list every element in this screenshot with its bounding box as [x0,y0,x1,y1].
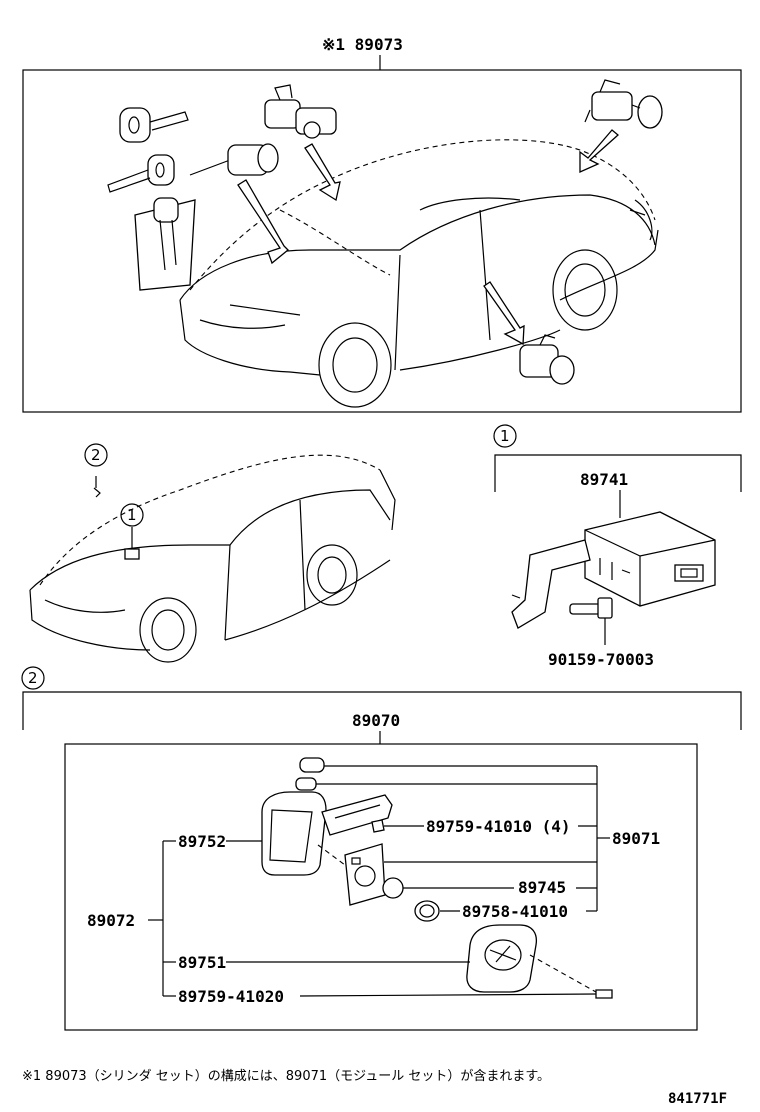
grommet-icon [382,877,404,899]
key-icon [119,107,189,143]
label-89741: 89741 [580,470,628,489]
label-89072: 89072 [87,911,135,930]
screw-icon [371,819,385,833]
bolt-icon [569,597,613,645]
label-90159-70003: 90159-70003 [548,650,654,669]
vehicle-locator-section: 1 2 [29,443,396,663]
cap-icon [299,757,325,773]
ecu-module-icon [584,511,716,607]
label-89745: 89745 [518,878,566,897]
ignition-cylinder-icon [189,143,279,176]
label-89759-41010: 89759-41010 (4) [426,817,571,836]
footnote: ※1 89073（シリンダ セット）の構成には、89071（モジュール セット）… [22,1068,550,1084]
callout-1: 1 [127,506,137,524]
key-tag-icon [134,197,196,291]
label-89752: 89752 [178,832,226,851]
label-89751: 89751 [178,953,226,972]
trunk-lock-cylinder-icon [584,79,663,129]
callout-2: 2 [91,446,101,464]
module-section: 1 89741 90159-70003 [493,424,742,669]
transmitter-section: 2 89070 [21,666,742,1031]
cylinder-set-frame [22,69,742,413]
car-outline-icon [179,139,659,408]
label-89073: ※1 89073 [322,35,403,54]
circuit-plate-icon [344,843,386,906]
screw-icon [595,989,613,999]
car-outline-icon [29,454,396,663]
label-89758-41010: 89758-41010 [462,902,568,921]
key-fob-icon [261,791,393,876]
callout-1-header: 1 [500,427,510,445]
label-89071: 89071 [612,829,660,848]
label-89070: 89070 [352,711,400,730]
door-lock-cylinder-icon [519,334,575,385]
cylinder-set-section: ※1 89073 [22,35,742,413]
label-89759-41020: 89759-41020 [178,987,284,1006]
key-plate-icon [466,924,538,993]
transmitter-frame [64,743,698,1031]
cover-ring-icon [414,900,440,922]
cap-icon [295,777,317,791]
key-icon [107,154,175,193]
bracket-icon [511,539,591,629]
reference-code: 841771F [668,1091,727,1107]
door-lock-cylinder-icon [264,84,337,139]
callout-2-header: 2 [28,669,38,687]
